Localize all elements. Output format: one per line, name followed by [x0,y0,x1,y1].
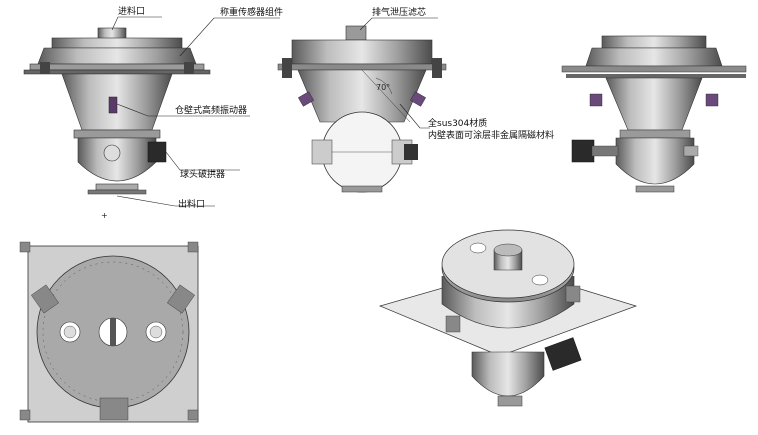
front-view-leaders [111,16,280,207]
label-material-1: 全sus304材质 [428,117,487,129]
label-feed-inlet: 进料口 [118,5,145,17]
front-view: + [23,27,211,220]
label-discharge: 出料口 [178,198,205,210]
isometric-view [378,229,638,407]
label-ball-valve: 球头破拱器 [180,168,225,180]
label-exhaust-filter: 排气泄压滤芯 [372,6,426,18]
label-material-2: 内壁表面可涂层非金属隔磁材料 [428,129,554,141]
section-view-leaders [359,17,438,129]
label-weighing-sensor: 称重传感器组件 [220,6,283,18]
ball-valve-actuator-icon [147,141,167,163]
section-view: 70° [277,25,447,193]
side-view [561,35,747,193]
label-wall-vibrator: 仓壁式高频振动器 [175,104,247,116]
vibrator-icon [108,96,118,114]
angle-mark: 70° [376,83,390,92]
top-view [19,241,199,423]
section-mark: + [101,211,108,220]
